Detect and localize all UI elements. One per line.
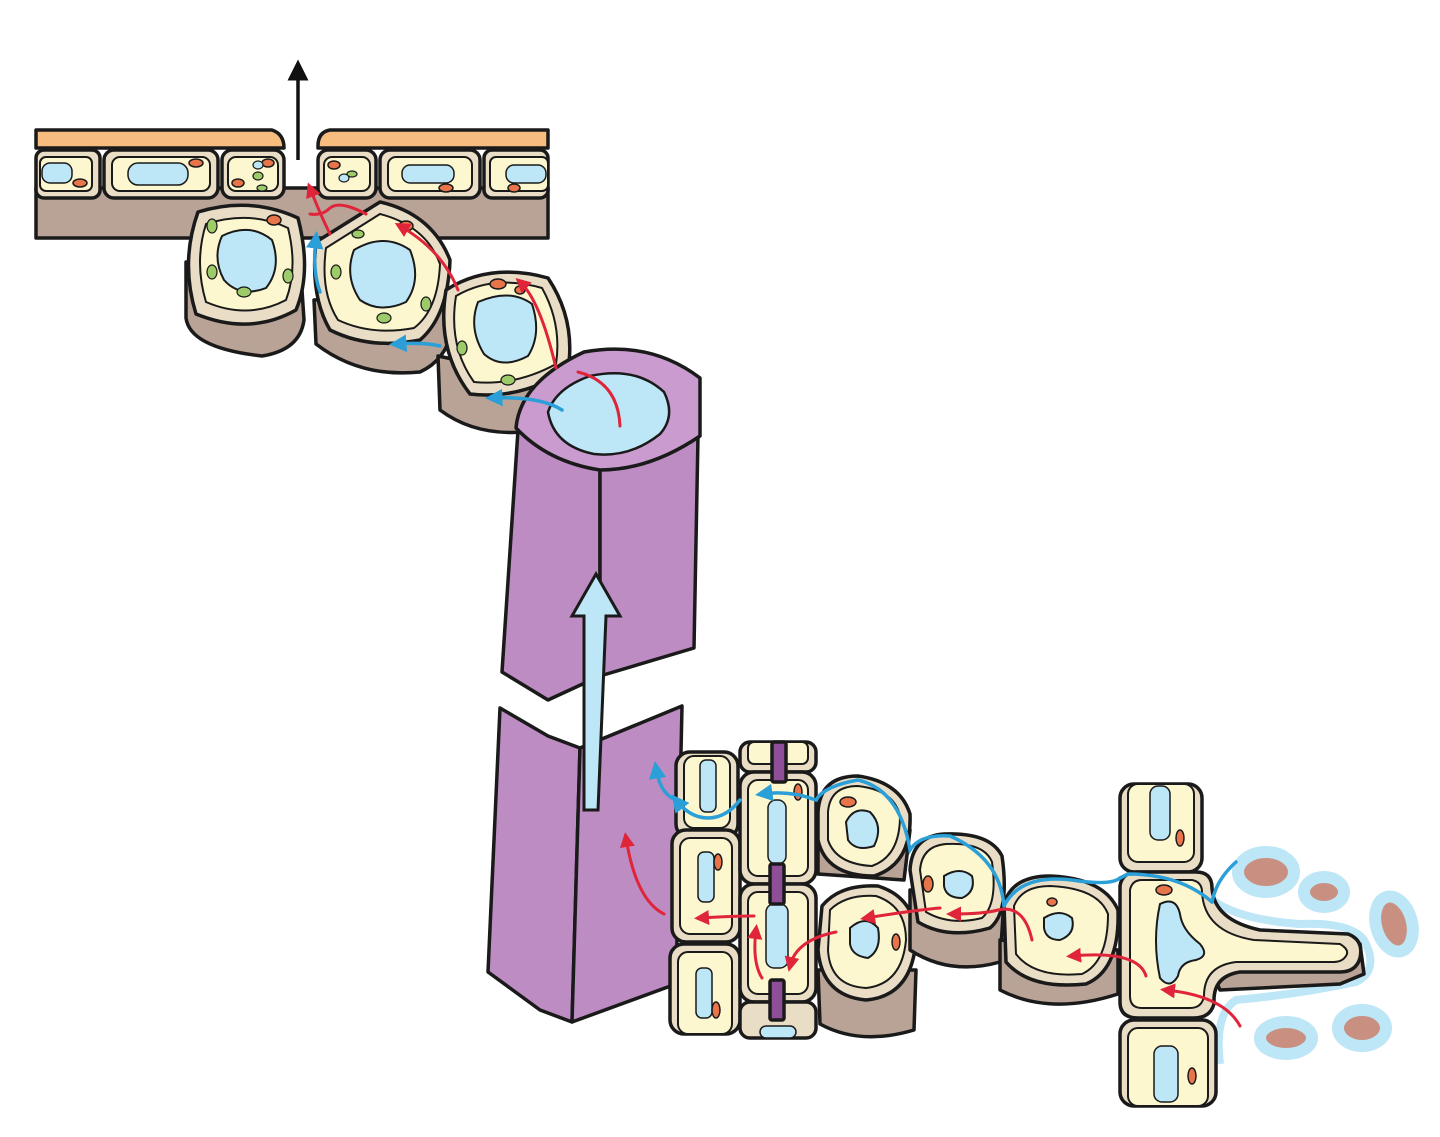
cortex-cell-2 [816, 884, 918, 1039]
pericycle-column [668, 750, 742, 1036]
cortex-cell-1 [816, 774, 912, 882]
mesophyll-cell-1 [184, 203, 307, 358]
cortex-cell-4 [998, 874, 1120, 1006]
apoplast-pathway [306, 231, 1238, 908]
root-epidermis-cell-top [1118, 782, 1204, 874]
xylem-water-arrow [569, 570, 623, 812]
mesophyll-cell-2 [312, 200, 454, 375]
soil-particles [1209, 846, 1419, 1065]
leaf-upper-epidermis [34, 148, 550, 240]
casparian-strips [768, 740, 788, 1022]
root-hair-cell [1118, 870, 1366, 1020]
xylem-vessel-upper [500, 347, 702, 702]
root-epidermis-cell-bottom [1118, 1018, 1218, 1108]
leaf-cuticle [34, 128, 550, 150]
symplast-pathway [306, 182, 1242, 1028]
cortex-cell-3 [908, 832, 1006, 969]
